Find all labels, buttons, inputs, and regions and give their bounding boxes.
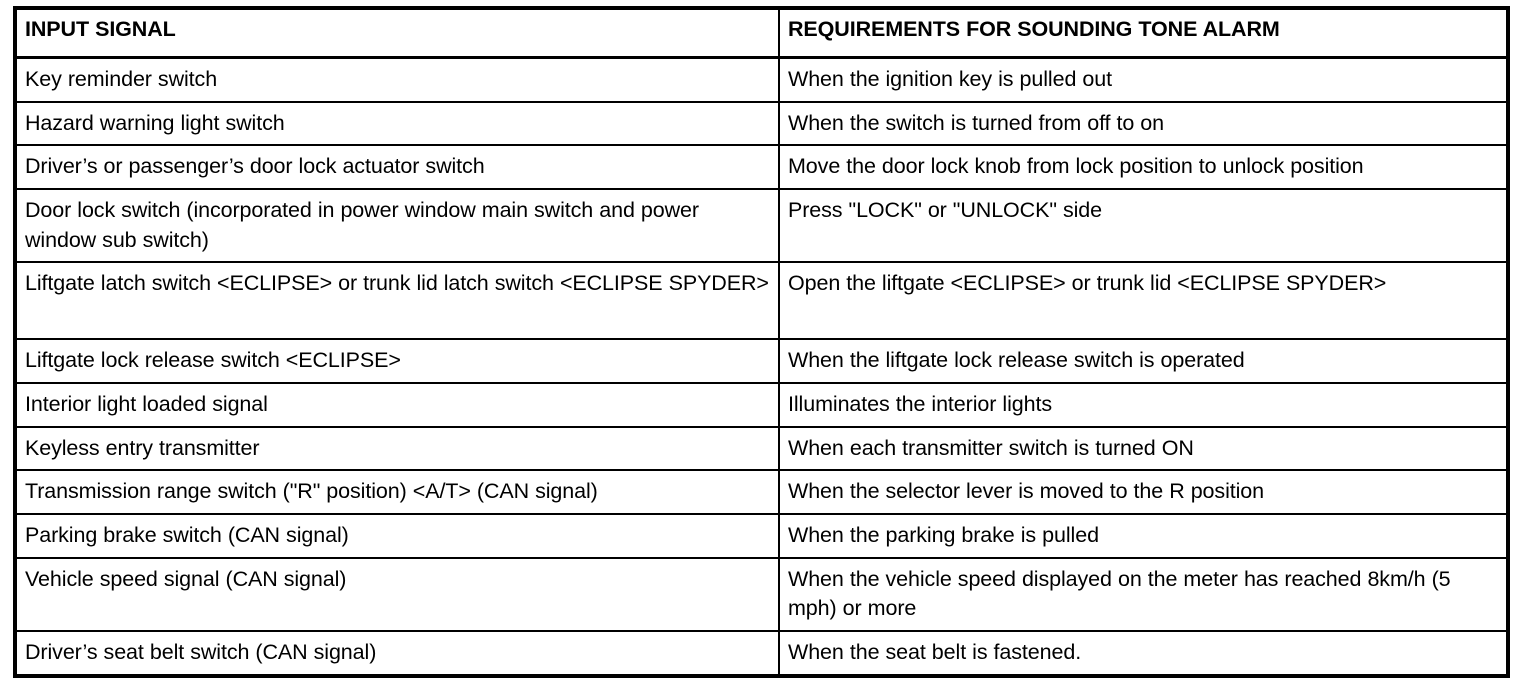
table-row: Key reminder switch When the ignition ke… — [14, 56, 1509, 103]
table-row: Vehicle speed signal (CAN signal) When t… — [14, 556, 1509, 632]
column-header-input-signal: INPUT SIGNAL — [14, 7, 780, 59]
cell-input-signal: Parking brake switch (CAN signal) — [14, 512, 780, 559]
cell-input-signal: Key reminder switch — [14, 56, 780, 103]
cell-requirement: Press "LOCK" or "UNLOCK" side — [778, 187, 1509, 264]
table-row: Keyless entry transmitter When each tran… — [14, 425, 1509, 472]
table-body: Key reminder switch When the ignition ke… — [14, 56, 1509, 677]
tone-alarm-requirements-table: INPUT SIGNAL REQUIREMENTS FOR SOUNDING T… — [13, 6, 1510, 678]
cell-requirement: When the liftgate lock release switch is… — [778, 338, 1509, 384]
cell-input-signal: Transmission range switch ("R" position)… — [14, 469, 780, 515]
cell-requirement: When the vehicle speed displayed on the … — [778, 556, 1509, 632]
table-row: Driver’s or passenger’s door lock actuat… — [14, 144, 1509, 190]
table-row: Liftgate lock release switch <ECLIPSE> W… — [14, 338, 1509, 384]
cell-requirement: When the selector lever is moved to the … — [778, 469, 1509, 515]
cell-input-signal: Hazard warning light switch — [14, 100, 780, 147]
column-header-requirements: REQUIREMENTS FOR SOUNDING TONE ALARM — [778, 7, 1509, 59]
cell-requirement: When the switch is turned from off to on — [778, 100, 1509, 147]
table-row: Hazard warning light switch When the swi… — [14, 100, 1509, 147]
table-row: Interior light loaded signal Illuminates… — [14, 381, 1509, 428]
table-header-row: INPUT SIGNAL REQUIREMENTS FOR SOUNDING T… — [14, 7, 1509, 59]
cell-requirement: When each transmitter switch is turned O… — [778, 425, 1509, 472]
table-row: Door lock switch (incorporated in power … — [14, 187, 1509, 264]
cell-requirement: Move the door lock knob from lock positi… — [778, 144, 1509, 190]
table-row: Parking brake switch (CAN signal) When t… — [14, 512, 1509, 559]
table-header: INPUT SIGNAL REQUIREMENTS FOR SOUNDING T… — [14, 7, 1509, 59]
table-row: Driver’s seat belt switch (CAN signal) W… — [14, 629, 1509, 677]
cell-input-signal: Vehicle speed signal (CAN signal) — [14, 556, 780, 632]
cell-input-signal: Door lock switch (incorporated in power … — [14, 187, 780, 264]
table-row: Transmission range switch ("R" position)… — [14, 469, 1509, 515]
cell-requirement: Open the liftgate <ECLIPSE> or trunk lid… — [778, 261, 1509, 341]
document-page: INPUT SIGNAL REQUIREMENTS FOR SOUNDING T… — [13, 6, 1510, 678]
cell-input-signal: Liftgate lock release switch <ECLIPSE> — [14, 338, 780, 384]
cell-requirement: Illuminates the interior lights — [778, 381, 1509, 428]
cell-input-signal: Keyless entry transmitter — [14, 425, 780, 472]
table-row: Liftgate latch switch <ECLIPSE> or trunk… — [14, 261, 1509, 341]
cell-input-signal: Driver’s or passenger’s door lock actuat… — [14, 144, 780, 190]
cell-requirement: When the ignition key is pulled out — [778, 56, 1509, 103]
cell-requirement: When the seat belt is fastened. — [778, 629, 1509, 677]
cell-input-signal: Interior light loaded signal — [14, 381, 780, 428]
cell-requirement: When the parking brake is pulled — [778, 512, 1509, 559]
cell-input-signal: Driver’s seat belt switch (CAN signal) — [14, 629, 780, 677]
cell-input-signal: Liftgate latch switch <ECLIPSE> or trunk… — [14, 261, 780, 341]
